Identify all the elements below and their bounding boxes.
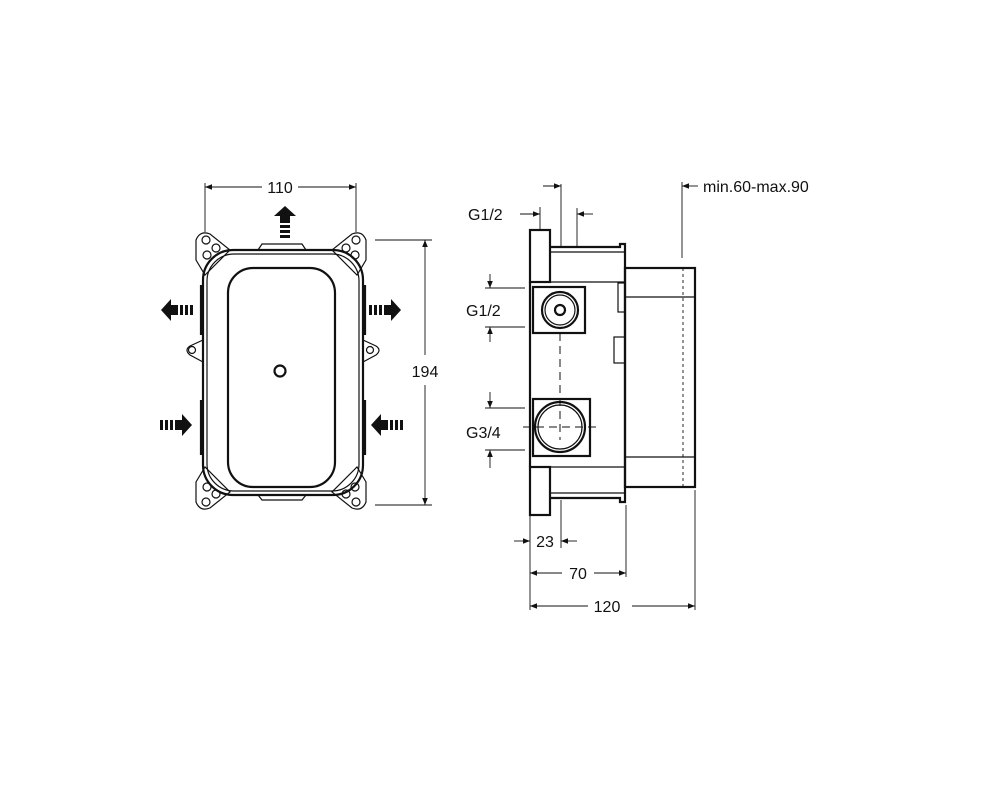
upper-port-label: G1/2 (466, 303, 501, 320)
dimension-upper-port: G1/2 (466, 274, 525, 342)
flow-arrow-right-bottom (160, 414, 192, 436)
dim-120-label: 120 (594, 599, 621, 616)
dim-23-label: 23 (536, 534, 554, 551)
corner-ear-top-left (195, 232, 231, 276)
valve-body (523, 228, 697, 517)
width-label: 110 (267, 180, 293, 197)
front-view: 110 (160, 180, 439, 510)
side-tab-left (186, 339, 204, 363)
flange-bottom (528, 465, 552, 517)
depth-range-label: min.60-max.90 (703, 179, 809, 196)
outer-frame (201, 248, 365, 497)
mounting-frame (186, 232, 380, 510)
flow-arrow-up (274, 206, 296, 238)
top-thread-label: G1/2 (468, 207, 503, 224)
dim-70-label: 70 (569, 566, 587, 583)
side-view: G1/2 min.60-max.90 G1/2 G3/4 (466, 179, 809, 616)
upper-port (531, 285, 587, 335)
flow-arrow-right-top (369, 299, 401, 321)
corner-ear-top-right (331, 232, 367, 276)
flange-top (528, 228, 552, 284)
dimension-120: 120 (530, 490, 696, 616)
flow-arrow-left-top (161, 299, 193, 321)
dimension-width-110: 110 (204, 180, 357, 232)
dimension-70: 70 (530, 505, 627, 583)
side-tab-right (362, 339, 380, 363)
dimension-depth-range: min.60-max.90 (681, 179, 809, 258)
dimension-lower-port: G3/4 (466, 392, 525, 468)
dimension-top-thread: G1/2 (468, 183, 593, 246)
dimension-height-194: 194 (375, 239, 439, 506)
depth-extension (623, 266, 697, 489)
flow-arrow-left-bottom (371, 414, 403, 436)
corner-ear-bottom-right (331, 466, 367, 510)
center-hole (273, 364, 287, 378)
corner-ear-bottom-left (195, 466, 231, 510)
lower-port-label: G3/4 (466, 425, 501, 442)
dimension-23: 23 (514, 500, 577, 610)
height-label: 194 (412, 364, 439, 381)
inner-cover (226, 266, 337, 489)
